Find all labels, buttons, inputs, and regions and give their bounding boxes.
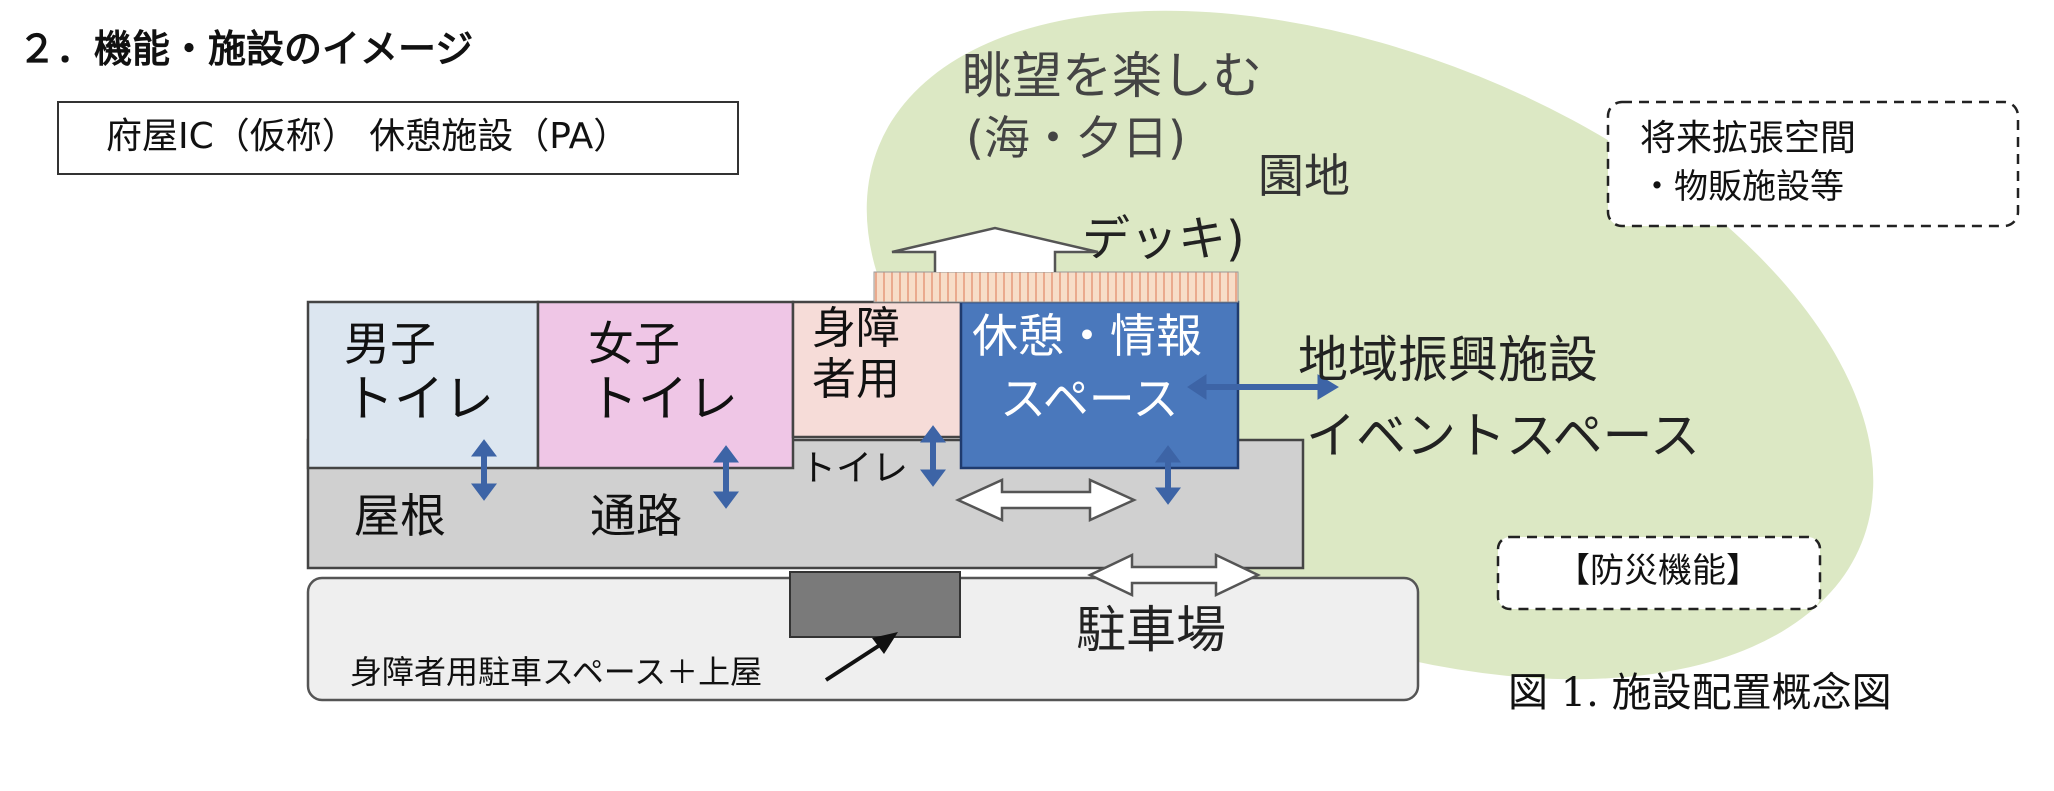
accessible-toilet-label: 身障 者用: [812, 303, 900, 405]
accessible-parking-space: [789, 571, 961, 638]
accessible-parking-label: 身障者用駐車スペース＋上屋: [350, 653, 763, 691]
future-box-title: 将来拡張空間: [1640, 118, 1857, 159]
deck-area: [873, 271, 1239, 303]
accessible-passage-arrow: [920, 425, 946, 487]
facility-label-box: [57, 101, 739, 175]
rest-passage-arrow: [1155, 445, 1181, 505]
roof-label: 屋根: [354, 489, 446, 543]
parking-label: 駐車場: [1076, 601, 1226, 659]
figure-caption: 図 1. 施設配置概念図: [1508, 670, 1892, 716]
mens-passage-arrow: [471, 439, 497, 501]
facility-label: 府屋IC（仮称） 休憩施設（PA）: [106, 116, 630, 157]
parking-flow-arrow: [1087, 553, 1261, 597]
future-expansion-box: [1606, 100, 2020, 228]
deck-label: デッキ): [1082, 211, 1245, 267]
future-box-item: ・物販施設等: [1640, 167, 1844, 207]
accessible-toilet-room: [791, 300, 963, 439]
rest-space-label: 休憩・情報 スペース: [972, 309, 1202, 426]
womens-toilet-label: 女子 トイレ: [588, 317, 738, 428]
deck-up-arrow: [891, 226, 1099, 272]
corridor-flow-arrow: [954, 478, 1138, 522]
regional-facility-label: 地域振興施設: [1298, 331, 1598, 389]
regional-link-arrow: [1187, 374, 1339, 400]
womens-toilet-room: [536, 300, 795, 470]
accessible-toilet-label-toilet: トイレ: [800, 448, 909, 489]
view-label: 眺望を楽しむ: [962, 47, 1262, 105]
passage-label: 通路: [590, 489, 682, 543]
view-label-sub: (海・夕日): [966, 111, 1186, 165]
disaster-function-box: [1496, 535, 1822, 611]
event-space-label: イベントスペース: [1306, 407, 1700, 465]
section-heading: ２．機能・施設のイメージ: [18, 27, 474, 71]
womens-passage-arrow: [713, 445, 739, 509]
garden-label: 園地: [1258, 149, 1350, 203]
accessible-parking-pointer: [824, 632, 898, 682]
mens-toilet-label: 男子 トイレ: [344, 317, 494, 428]
mens-toilet-room: [306, 300, 540, 470]
disaster-box-label: 【防災機能】: [1556, 551, 1760, 591]
